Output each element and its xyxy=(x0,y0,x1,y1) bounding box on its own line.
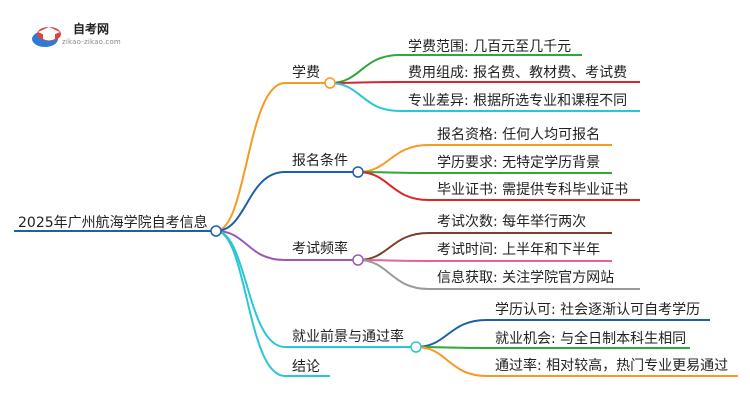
branch-topic[interactable]: 结论 xyxy=(292,359,320,375)
branch-collapse-toggle[interactable] xyxy=(352,166,364,178)
leaf-topic[interactable]: 报名资格: 任何人均可报名 xyxy=(437,127,601,143)
leaf-topic[interactable]: 学历认可: 社会逐渐认可自考学历 xyxy=(495,302,701,318)
leaf-topic[interactable]: 就业机会: 与全日制本科生相同 xyxy=(495,331,687,347)
branch-connector xyxy=(215,230,286,377)
root-collapse-toggle[interactable] xyxy=(210,225,222,237)
leaf-connector xyxy=(357,144,430,173)
branch-connector xyxy=(215,82,286,232)
leaf-topic[interactable]: 费用组成: 报名费、教材费、考试费 xyxy=(408,65,628,81)
leaf-topic[interactable]: 学历要求: 无特定学历背景 xyxy=(437,155,601,171)
leaf-topic[interactable]: 考试次数: 每年举行两次 xyxy=(437,214,587,230)
branch-topic[interactable]: 考试频率 xyxy=(292,241,348,257)
logo-url: zikao-zikao.com xyxy=(62,38,121,46)
branch-connector xyxy=(215,171,286,232)
leaf-topic[interactable]: 通过率: 相对较高，热门专业更易通过 xyxy=(495,358,729,374)
root-topic[interactable]: 2025年广州航海学院自考信息 xyxy=(18,215,208,231)
leaf-topic[interactable]: 学费范围: 几百元至几千元 xyxy=(408,39,572,55)
leaf-connector xyxy=(329,54,401,84)
branch-collapse-toggle[interactable] xyxy=(410,341,422,353)
branch-collapse-toggle[interactable] xyxy=(352,254,364,266)
leaf-connector xyxy=(329,82,401,112)
branch-connector xyxy=(215,230,286,261)
graduation-cap-icon xyxy=(32,27,61,47)
branch-collapse-toggle[interactable] xyxy=(324,77,336,89)
leaf-topic[interactable]: 信息获取: 关注学院官方网站 xyxy=(437,270,615,286)
leaf-connector xyxy=(415,319,488,348)
leaf-topic[interactable]: 考试时间: 上半年和下半年 xyxy=(437,242,601,258)
site-logo[interactable]: 自考网 zikao-zikao.com xyxy=(30,14,140,54)
leaf-connector xyxy=(329,81,401,84)
branch-topic[interactable]: 学费 xyxy=(292,65,320,81)
leaf-connector xyxy=(357,232,430,261)
leaf-connector xyxy=(357,171,430,201)
branch-topic[interactable]: 报名条件 xyxy=(292,153,348,169)
leaf-connector xyxy=(357,259,430,290)
leaf-topic[interactable]: 专业差异: 根据所选专业和课程不同 xyxy=(408,93,628,109)
logo-title: 自考网 xyxy=(73,22,110,36)
leaf-topic[interactable]: 毕业证书: 需提供专科毕业证书 xyxy=(437,182,629,198)
leaf-connector xyxy=(415,346,488,377)
branch-topic[interactable]: 就业前景与通过率 xyxy=(292,329,404,345)
